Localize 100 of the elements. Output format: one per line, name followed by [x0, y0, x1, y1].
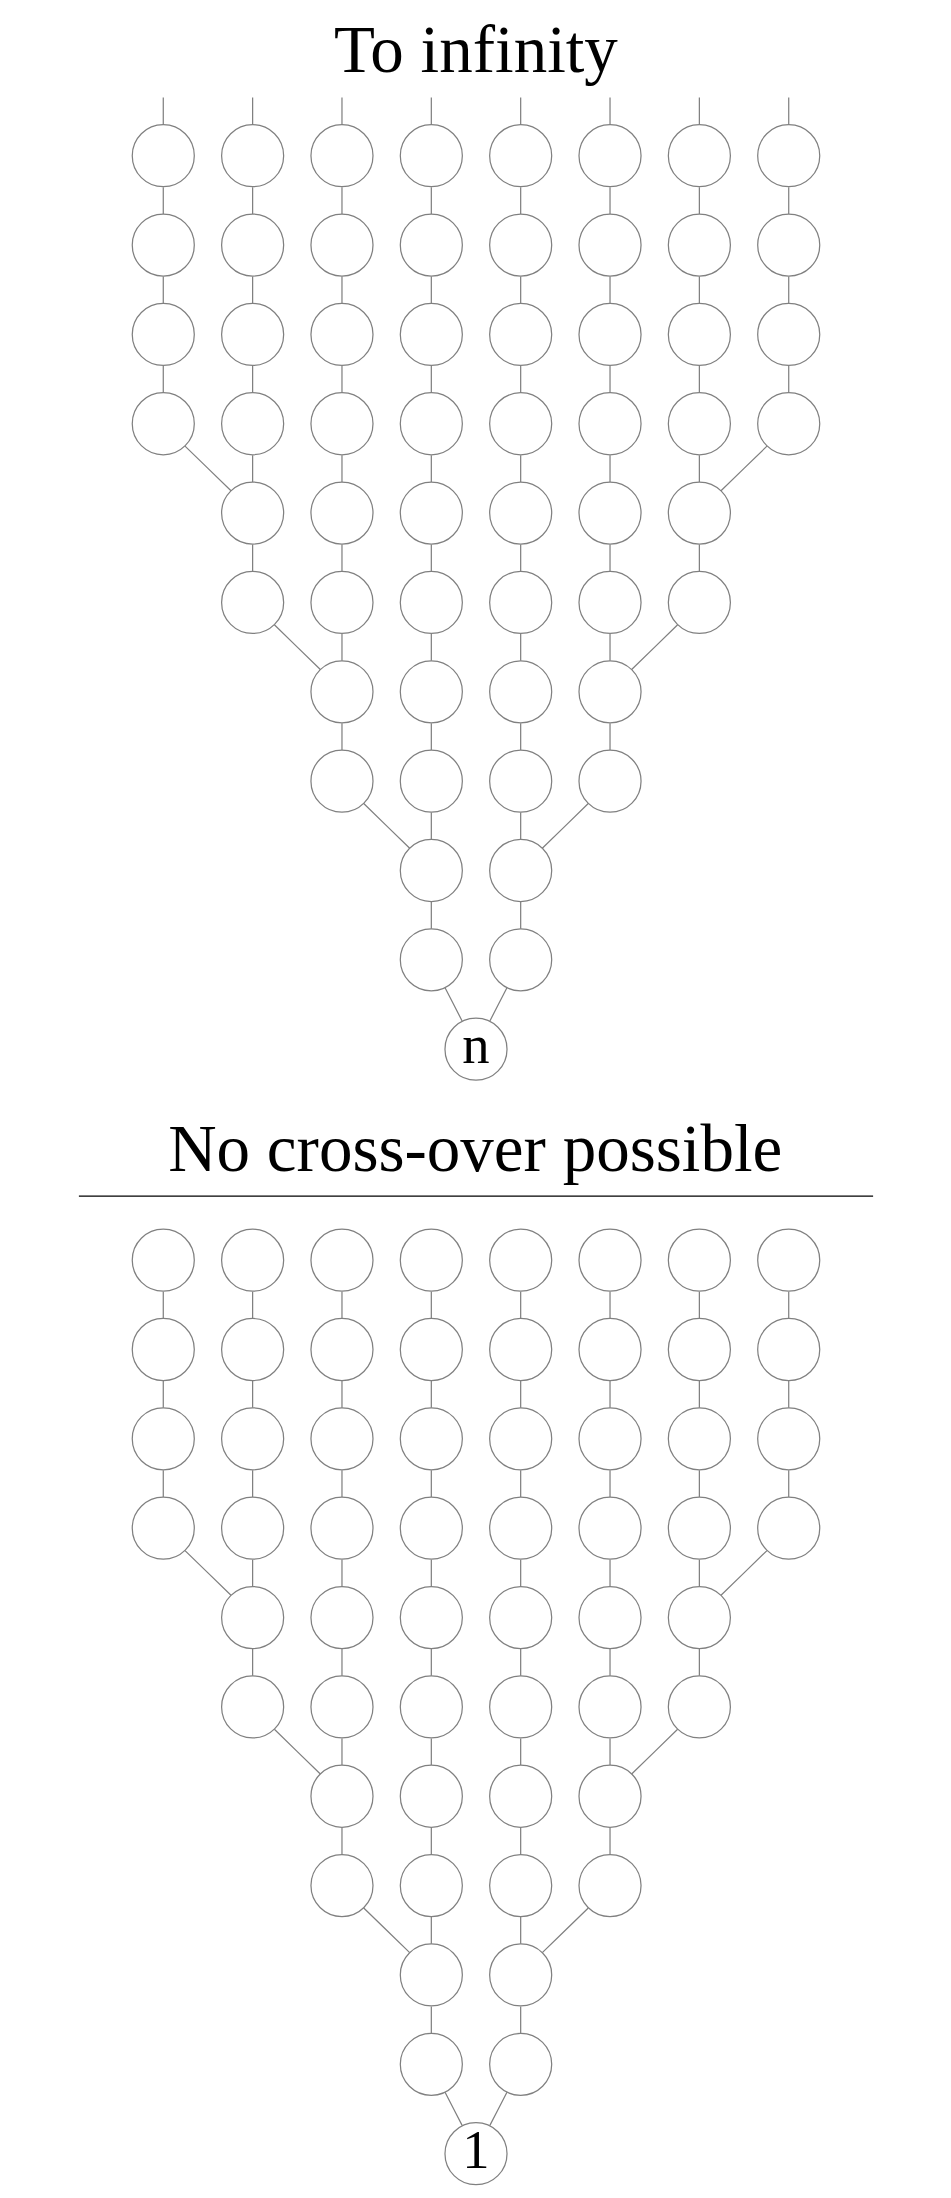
connector	[430, 96, 432, 126]
node-circle	[309, 570, 374, 635]
node-circle	[577, 1407, 642, 1471]
connector	[488, 987, 508, 1022]
node-circle	[131, 392, 195, 456]
connector	[698, 96, 700, 126]
node-circle	[399, 1496, 463, 1560]
node-circle	[309, 749, 374, 813]
connector	[430, 2005, 432, 2034]
connector	[340, 1559, 343, 1588]
node-circle	[577, 213, 642, 277]
node-circle	[577, 124, 642, 188]
node-circle	[577, 1317, 642, 1382]
node-circle	[488, 2032, 552, 2096]
node-circle	[399, 1675, 463, 1739]
connector	[443, 2091, 463, 2126]
node-circle	[488, 481, 552, 545]
connector	[251, 454, 253, 483]
node-circle	[131, 1496, 195, 1560]
connector	[608, 1827, 611, 1856]
connector	[251, 275, 253, 304]
node-circle	[220, 213, 284, 277]
connector	[608, 186, 611, 215]
node-circle	[309, 660, 374, 724]
node-circle	[756, 213, 820, 277]
connector	[608, 1648, 611, 1677]
connector	[251, 1559, 253, 1588]
node-circle	[667, 1585, 731, 1650]
node-circle	[309, 1317, 374, 1382]
connector	[443, 987, 463, 1022]
node-circle	[399, 838, 463, 903]
connector	[340, 1469, 343, 1498]
node-circle	[399, 1407, 463, 1471]
node-circle	[667, 213, 731, 277]
node-circle	[399, 1764, 463, 1828]
connector	[430, 1291, 432, 1319]
connector	[183, 1549, 232, 1596]
connector	[162, 275, 164, 304]
connector	[541, 802, 589, 849]
node-circle	[399, 124, 463, 188]
connector	[519, 454, 521, 483]
diagram-title: To infinity	[333, 11, 618, 86]
connector	[698, 275, 700, 304]
connector	[608, 275, 611, 304]
node-circle: 1	[443, 2122, 508, 2186]
node-circle	[309, 1764, 374, 1828]
connector	[698, 1380, 700, 1409]
node-circle	[131, 302, 195, 367]
node-circle	[577, 1764, 642, 1828]
connector	[630, 1728, 678, 1775]
node-circle	[577, 660, 642, 724]
node-circle	[309, 1585, 374, 1650]
node-circle	[220, 392, 284, 456]
connector	[430, 365, 432, 394]
connector	[519, 1916, 521, 1945]
node-circle	[756, 1496, 820, 1560]
node-circle	[756, 302, 820, 367]
node-circle	[488, 1943, 552, 2007]
node-circle	[309, 392, 374, 456]
node-circle	[756, 1317, 820, 1382]
node-circle	[577, 1675, 642, 1739]
connector	[162, 1291, 164, 1319]
connector	[488, 2091, 508, 2126]
connector	[698, 365, 700, 394]
connector	[519, 186, 521, 215]
connector	[608, 454, 611, 483]
connector	[340, 1380, 343, 1409]
connector	[519, 633, 521, 662]
connector	[608, 365, 611, 394]
connector	[698, 1469, 700, 1498]
node-circle	[488, 1764, 552, 1828]
connector	[362, 1907, 410, 1954]
node-circle	[667, 481, 731, 545]
node-circle	[667, 1228, 731, 1292]
connector	[430, 454, 432, 483]
node-circle	[488, 1675, 552, 1739]
connector	[608, 1291, 611, 1319]
connector	[273, 624, 321, 671]
connector	[698, 1648, 700, 1677]
node-circle	[309, 1675, 374, 1739]
node-circle	[577, 1585, 642, 1650]
node-circle	[399, 660, 463, 724]
connector	[787, 96, 789, 126]
connector	[541, 1907, 589, 1954]
node-circle	[667, 392, 731, 456]
node-circle	[488, 1317, 552, 1382]
connector	[698, 543, 700, 572]
label: No cross-over possible	[167, 1111, 782, 1186]
connector	[430, 1380, 432, 1409]
connector	[519, 1737, 521, 1766]
node-circle	[488, 838, 552, 903]
connector	[698, 454, 700, 483]
node-circle	[488, 570, 552, 635]
connector	[273, 1728, 321, 1775]
node-circle	[488, 1585, 552, 1650]
node-circle	[488, 392, 552, 456]
connector	[519, 96, 521, 126]
connector	[787, 365, 789, 394]
node-circle	[399, 749, 463, 813]
connector	[183, 445, 232, 492]
